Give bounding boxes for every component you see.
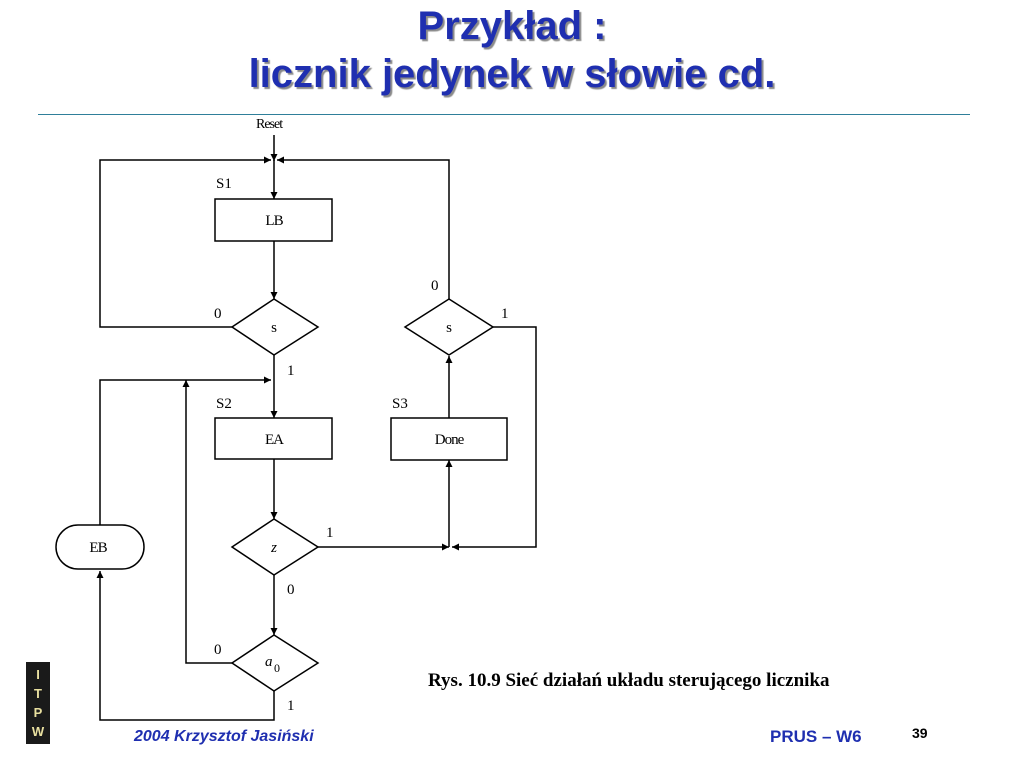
decision-a0-subscript: 0 xyxy=(274,661,280,675)
loop-s-left-0 xyxy=(99,156,271,328)
state-s2-label: S2 xyxy=(216,396,232,412)
title-line-1: Przykład : xyxy=(417,4,607,48)
loop-a0-0 xyxy=(182,380,232,664)
title-line-2: licznik jedynek w słowie cd. xyxy=(248,52,776,96)
box-eb xyxy=(55,524,145,570)
box-done-text: Done xyxy=(435,432,465,448)
edge-s-left-0: 0 xyxy=(214,306,222,322)
box-eb-text: EB xyxy=(89,540,107,556)
edge-a0-0: 0 xyxy=(214,642,222,658)
reset-label: Reset xyxy=(256,117,283,132)
edge-s-right-1: 1 xyxy=(501,306,509,322)
footer-author: 2004 Krzysztof Jasiński xyxy=(134,728,314,745)
loop-s-right-0 xyxy=(277,156,450,299)
box-lb-text: LB xyxy=(265,213,283,229)
box-ea-text: EA xyxy=(265,432,284,448)
edge-s-left-1: 1 xyxy=(287,363,295,379)
edge-s-right-0: 0 xyxy=(431,278,439,294)
decision-s-right xyxy=(403,298,495,356)
figure-caption: Rys. 10.9 Sieć działań układu sterująceg… xyxy=(428,670,830,691)
state-s3-label: S3 xyxy=(392,396,408,412)
logo-letter: W xyxy=(31,724,45,739)
footer-course: PRUS – W6 xyxy=(770,727,862,746)
logo-letter: P xyxy=(33,705,43,720)
itpw-logo: I T P W xyxy=(26,662,50,744)
decision-a0-text: a xyxy=(265,654,273,670)
state-s1-label: S1 xyxy=(216,176,232,192)
title-divider xyxy=(38,114,970,115)
logo-letter: T xyxy=(34,686,42,701)
edge-z-1: 1 xyxy=(326,525,334,541)
decision-z-text: z xyxy=(270,540,277,556)
loop-s-right-1 xyxy=(452,326,537,551)
loop-eb-return xyxy=(99,376,271,525)
logo-letter: I xyxy=(36,667,40,682)
loop-a0-1 xyxy=(96,571,275,721)
decision-s-left-text: s xyxy=(271,320,277,336)
page-number: 39 xyxy=(912,725,928,741)
edge-a0-1: 1 xyxy=(287,698,295,714)
decision-s-right-text: s xyxy=(446,320,452,336)
edge-z-0: 0 xyxy=(287,582,295,598)
